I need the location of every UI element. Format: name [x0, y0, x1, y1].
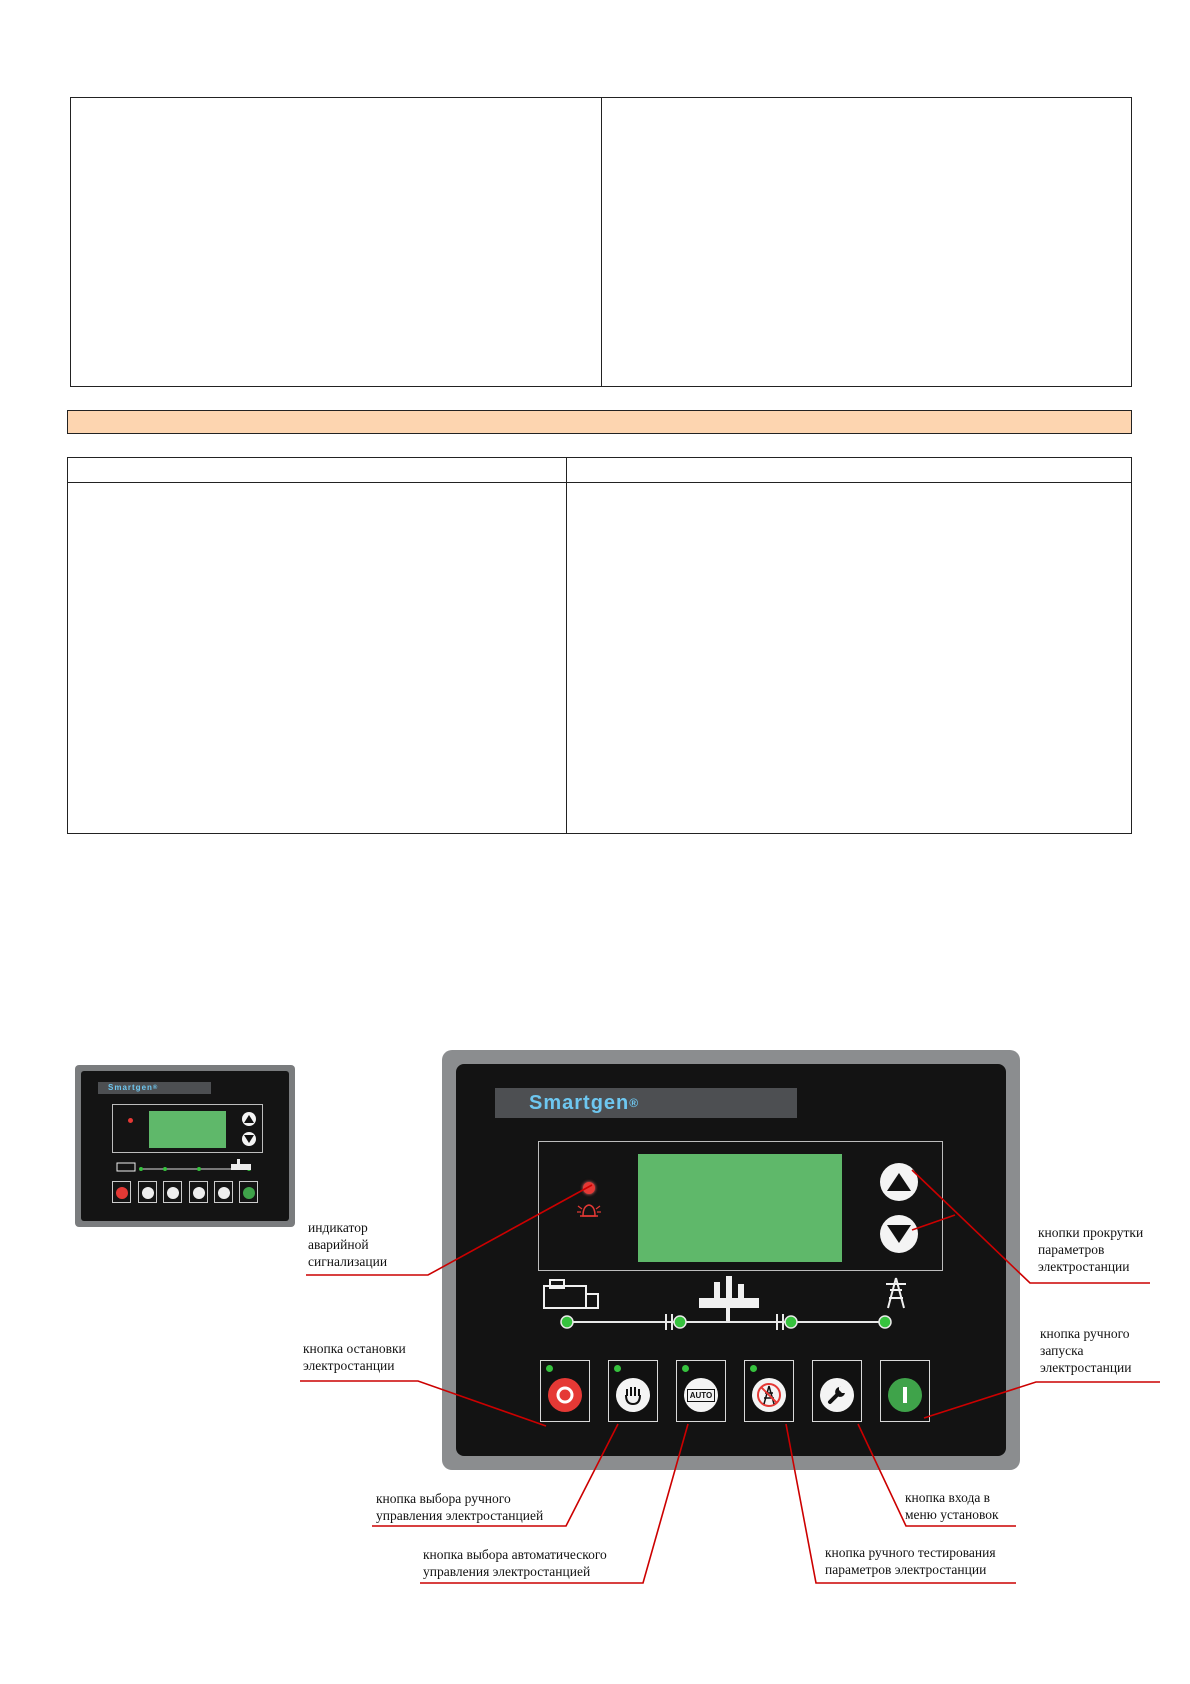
bottom-table: [67, 457, 1132, 834]
small-controller-face: Smartgen®: [81, 1071, 289, 1221]
leader-auto: [420, 1423, 689, 1584]
bottom-table-divider: [566, 457, 567, 834]
manual-mode-button[interactable]: [608, 1360, 658, 1422]
leader-manual: [372, 1423, 619, 1527]
callout-auto-mode-button: кнопка выбора автоматического управления…: [423, 1547, 607, 1579]
manual-led: [614, 1365, 621, 1372]
callout-settings-button: кнопка входа в меню установок: [905, 1490, 999, 1522]
mains-status-led: [878, 1315, 892, 1329]
small-display-frame: [112, 1104, 263, 1153]
up-arrow-icon: [887, 1173, 911, 1191]
mains-breaker-led: [784, 1315, 798, 1329]
auto-icon: AUTO: [684, 1378, 718, 1412]
generator-icon: [543, 1279, 599, 1309]
display-frame: [538, 1141, 943, 1271]
leader-test: [785, 1423, 1016, 1584]
hand-icon: [616, 1378, 650, 1412]
auto-led: [682, 1365, 689, 1372]
small-brand-name: Smartgen: [108, 1083, 153, 1092]
brand-name: Smartgen: [529, 1092, 630, 1114]
leader-scroll: [911, 1169, 1150, 1284]
callout-manual-mode-button: кнопка выбора ручного управления электро…: [376, 1491, 544, 1523]
small-stop-key: [112, 1181, 131, 1203]
callout-alarm-indicator: индикатор аварийной сигнализации: [308, 1220, 388, 1269]
small-manual-key: [138, 1181, 157, 1203]
auto-mode-button[interactable]: AUTO: [676, 1360, 726, 1422]
brand-mark: ®: [629, 1096, 640, 1110]
small-controller-image: Smartgen®: [75, 1065, 295, 1227]
start-button[interactable]: [880, 1360, 930, 1422]
leader-start: [923, 1381, 1160, 1419]
start-icon: [888, 1378, 922, 1412]
small-up-arrow-icon: [244, 1115, 254, 1123]
leader-scroll-2: [911, 1214, 956, 1231]
stop-led: [546, 1365, 553, 1372]
alarm-bell-icon: [577, 1204, 601, 1217]
section-band: [67, 410, 1132, 434]
callout-scroll-buttons: кнопки прокрутки параметров электростанц…: [1038, 1225, 1144, 1274]
down-arrow-icon: [887, 1225, 911, 1243]
small-down-arrow-icon: [244, 1135, 254, 1143]
small-single-line-diagram: [116, 1159, 251, 1172]
small-settings-key: [214, 1181, 233, 1203]
controller-face: Smartgen®: [456, 1064, 1006, 1456]
leader-alarm: [306, 1184, 593, 1276]
mains-tower-icon: [886, 1277, 906, 1309]
stop-button[interactable]: [540, 1360, 590, 1422]
brand-bar: Smartgen®: [495, 1088, 797, 1118]
controller-image: Smartgen®: [442, 1050, 1020, 1470]
small-keys: [112, 1178, 262, 1204]
small-auto-key: [163, 1181, 182, 1203]
leader-settings: [857, 1423, 1016, 1527]
callout-manual-start-button: кнопка ручного запуска электростанции: [1040, 1326, 1132, 1375]
small-brand-mark: ®: [152, 1085, 159, 1091]
scroll-up-button[interactable]: [880, 1163, 918, 1201]
auto-key-text: AUTO: [686, 1388, 716, 1402]
small-test-key: [189, 1181, 208, 1203]
stop-icon: [548, 1378, 582, 1412]
small-alarm-led: [128, 1118, 133, 1123]
lcd-screen: [638, 1154, 842, 1262]
single-line-diagram: [543, 1276, 906, 1330]
wrench-icon: [820, 1378, 854, 1412]
mains-test-icon: [752, 1378, 786, 1412]
test-led: [750, 1365, 757, 1372]
top-table-divider: [601, 97, 602, 387]
scroll-down-button[interactable]: [880, 1215, 918, 1253]
small-scroll-up-button: [242, 1112, 256, 1126]
load-factory-icon: [699, 1276, 759, 1322]
callout-stop-button: кнопка остановки электростанции: [303, 1341, 406, 1373]
small-brand-bar: Smartgen®: [98, 1082, 211, 1094]
small-start-key: [239, 1181, 258, 1203]
callout-test-button: кнопка ручного тестирования параметров э…: [825, 1545, 996, 1577]
test-button[interactable]: [744, 1360, 794, 1422]
small-scroll-down-button: [242, 1132, 256, 1146]
gen-breaker-led: [673, 1315, 687, 1329]
settings-button[interactable]: [812, 1360, 862, 1422]
small-lcd: [149, 1111, 226, 1148]
generator-status-led: [560, 1315, 574, 1329]
bottom-table-header-line: [67, 482, 1132, 483]
leader-stop: [300, 1380, 547, 1427]
